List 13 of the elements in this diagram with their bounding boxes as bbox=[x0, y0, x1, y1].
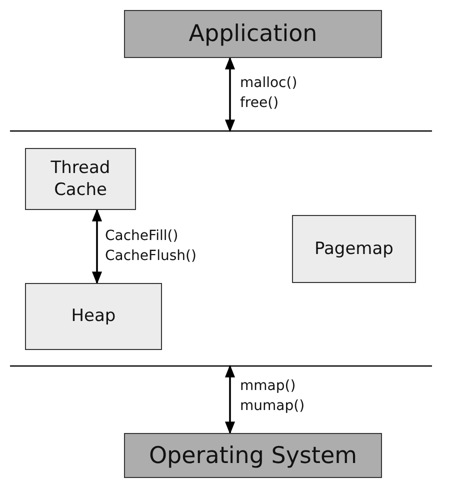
box-label: Pagemap bbox=[314, 238, 394, 260]
box-label: Operating System bbox=[148, 442, 358, 468]
double-arrow bbox=[224, 56, 236, 132]
box-label: Heap bbox=[71, 305, 116, 328]
double-arrow bbox=[224, 364, 236, 434]
component-box bbox=[124, 433, 382, 478]
double-arrow bbox=[92, 208, 102, 284]
component-box bbox=[124, 10, 382, 58]
box-label: Thread Cache bbox=[50, 156, 112, 202]
component-box bbox=[25, 283, 162, 350]
component-box bbox=[292, 215, 416, 283]
component-box bbox=[25, 148, 136, 210]
box-label: Application bbox=[188, 21, 318, 47]
